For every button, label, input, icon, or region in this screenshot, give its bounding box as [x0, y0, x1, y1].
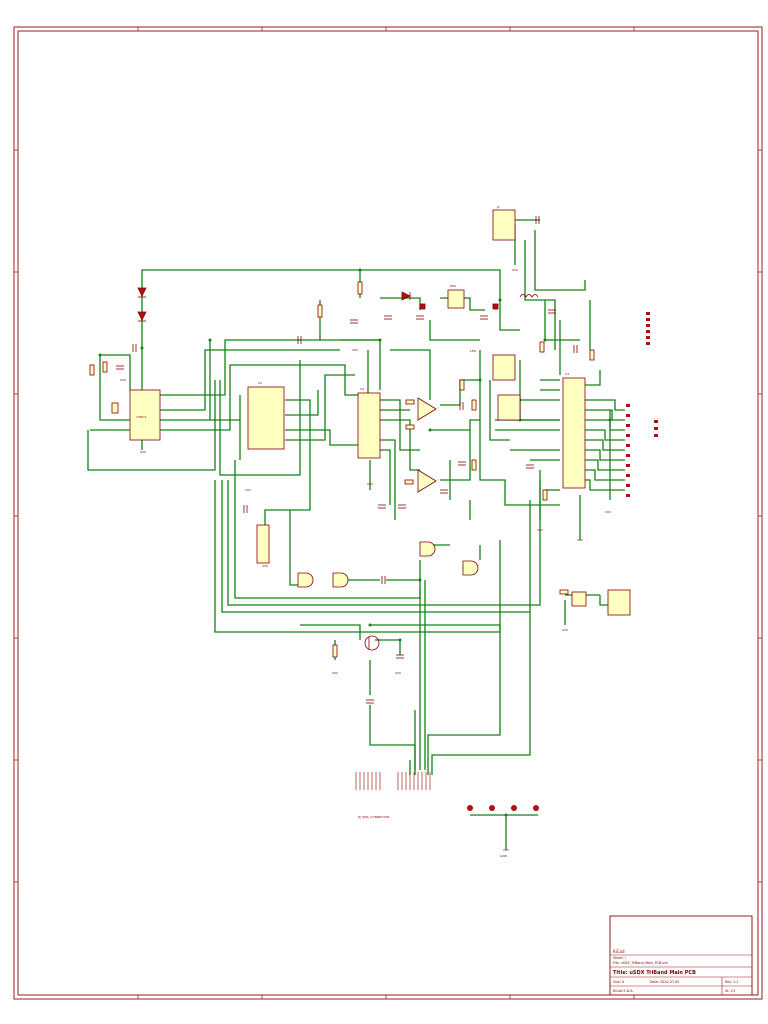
connector-j3[interactable]: [497, 394, 521, 421]
tb-id: Id: 1/1: [725, 989, 736, 993]
header-strip[interactable]: [355, 772, 431, 790]
gate-u6d[interactable]: [462, 560, 479, 576]
tb-date: Date: 2020-07-05: [650, 980, 679, 984]
svg-text:REG: REG: [450, 284, 457, 288]
header-caption: JP_SMA_CONNECTOR: [357, 815, 389, 819]
diode-d3[interactable]: [401, 291, 411, 301]
ground-symbols: [120, 269, 611, 851]
gate-u6b[interactable]: [332, 572, 349, 588]
tb-title: Title: uSDX TriBand Main PCB: [613, 970, 696, 976]
sheet-frame: [13, 26, 763, 1000]
inductor-l1[interactable]: [519, 294, 539, 298]
svg-text:U4: U4: [360, 387, 364, 391]
mounting-holes: [467, 805, 539, 811]
ic-u4[interactable]: [357, 392, 381, 459]
crystal-y1[interactable]: [111, 402, 119, 414]
svg-text:74HC4: 74HC4: [136, 415, 146, 419]
components: [89, 209, 631, 704]
tb-sheet: Sheet: /: [613, 956, 627, 960]
connector-j2[interactable]: [492, 354, 516, 381]
capacitors: [116, 216, 578, 704]
title-block: KiCad Sheet: / File: uSDX_TriBand_Main_P…: [609, 915, 753, 996]
transistor-q1[interactable]: [364, 635, 380, 651]
gate-u6a[interactable]: [297, 572, 314, 588]
svg-text:J1: J1: [496, 205, 500, 209]
diode-d2[interactable]: [137, 311, 147, 321]
ic-mcu[interactable]: [562, 377, 586, 489]
ic-u2[interactable]: [247, 386, 285, 450]
tb-company: KiCad: [613, 949, 625, 954]
connector-sma-out[interactable]: [607, 589, 631, 616]
resistors: [89, 281, 595, 658]
svg-text:LED: LED: [470, 349, 477, 353]
wire-junctions: [98, 268, 612, 817]
tb-rev: Rev: 1.1: [725, 980, 738, 984]
gate-u6c[interactable]: [419, 541, 436, 557]
ic-u1[interactable]: [129, 389, 161, 441]
regulator[interactable]: [447, 289, 465, 309]
svg-text:U3: U3: [565, 372, 569, 376]
relay-k1[interactable]: [571, 591, 587, 607]
frame-ticks: [14, 27, 762, 999]
tb-file: File: uSDX_TriBand_Main_PCB.sch: [613, 961, 668, 965]
diode-d1[interactable]: [137, 287, 147, 297]
connector-pins-right: [626, 312, 658, 497]
svg-text:U2: U2: [258, 381, 262, 385]
opamp-a[interactable]: [417, 397, 437, 421]
ic-u5[interactable]: [256, 524, 270, 564]
tb-kicad: KiCad E.D.A.: [613, 989, 634, 993]
tb-size: Size: A: [613, 980, 625, 984]
component-labels: 74HC4 U2 U4 U3 REG J1 LED JP_SMA_CONNECT…: [136, 205, 569, 858]
opamp-b[interactable]: [417, 469, 437, 493]
ground-caption: GND: [500, 854, 508, 858]
connector-j1[interactable]: [492, 209, 516, 241]
